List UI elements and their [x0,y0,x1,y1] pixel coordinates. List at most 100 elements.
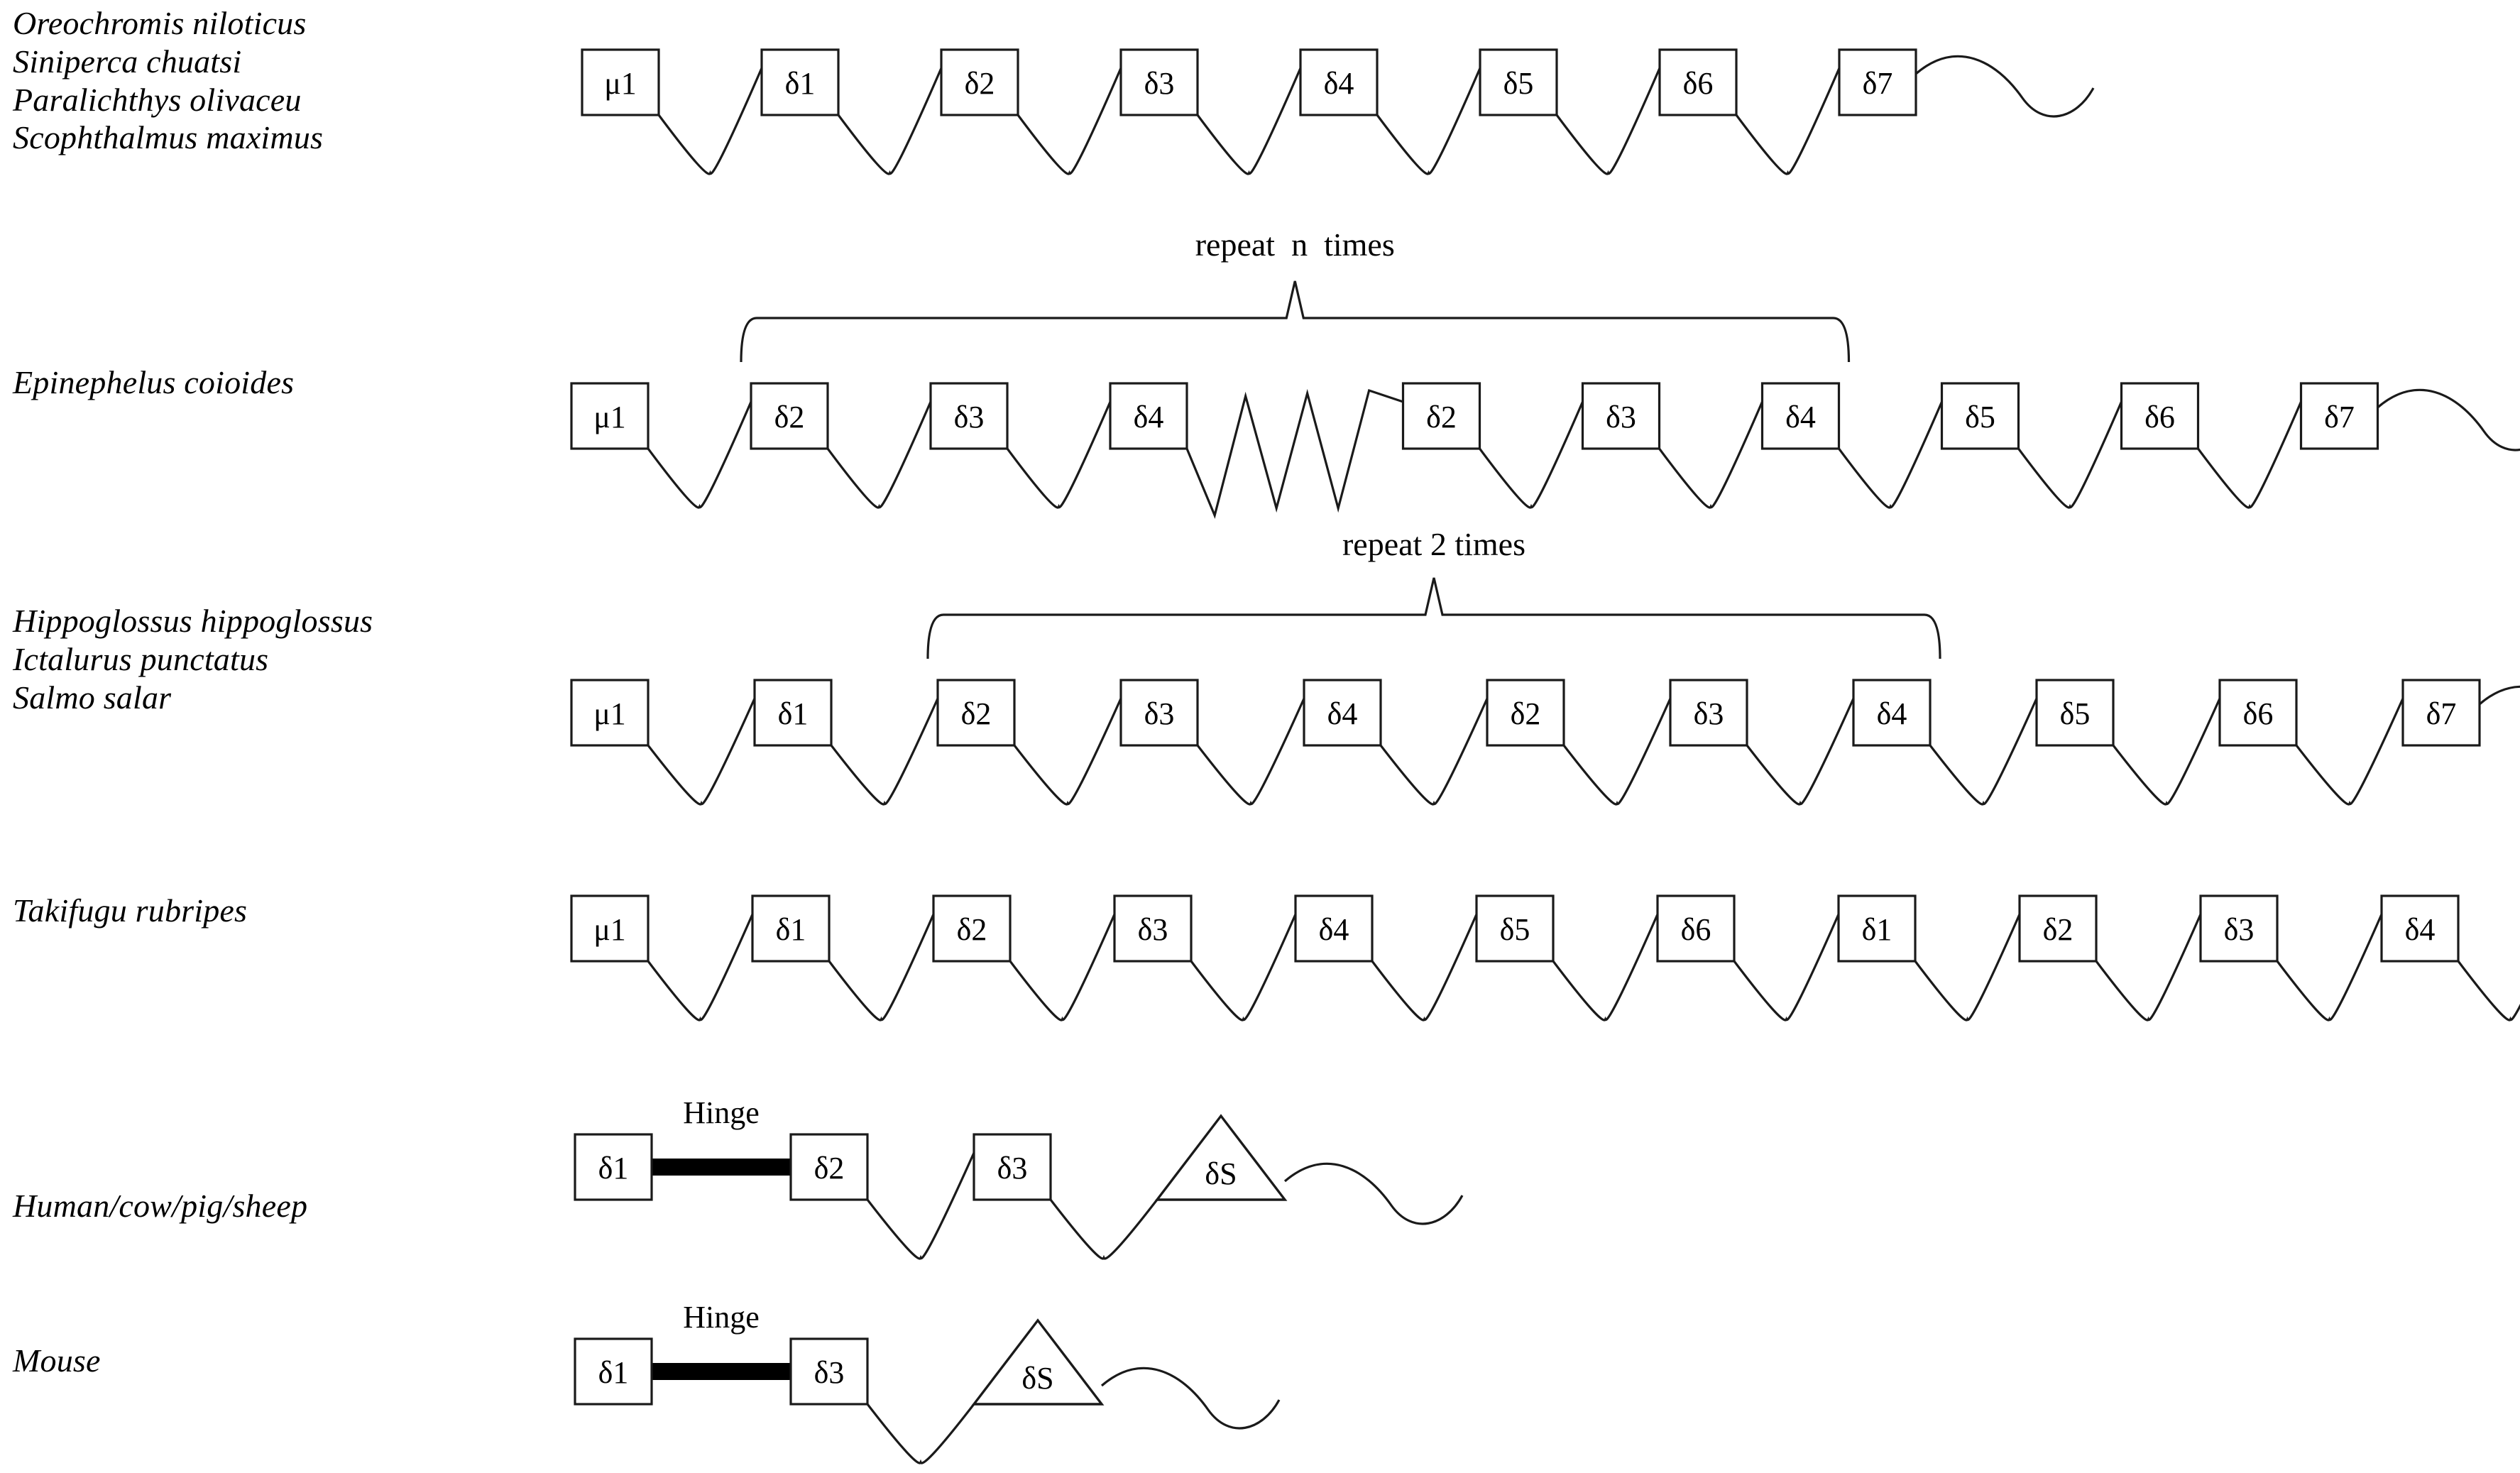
chain-linker [866,1403,975,1464]
chain-linker [1555,67,1661,175]
domain-box [1838,48,1917,116]
domain-label: δ3 [2224,912,2255,947]
domain-label: δ1 [598,1151,629,1185]
domain-box [2035,679,2115,747]
domain-box [570,679,650,747]
domain-label: δ3 [1606,400,1636,434]
domain-box [1401,382,1481,450]
chain-linker [1013,698,1122,806]
chain-linker [2095,914,2202,1022]
domain-label: δ5 [1503,66,1534,101]
chain-linker [2295,698,2404,806]
hinge-label: Hinge [683,1095,760,1130]
domain-label: δ2 [2043,912,2073,947]
secretory-tail [1100,1367,1281,1430]
domain-box [1479,48,1558,116]
species-name: Scophthalmus maximus [13,119,324,156]
domain-box [760,48,840,116]
chain-linker [1479,401,1584,509]
domain-label: δ1 [785,66,816,101]
domain-box [2380,894,2460,963]
domain-box [574,1337,653,1406]
species-name: Salmo salar [13,679,172,716]
domain-label: δS [1021,1361,1053,1396]
domain-label: μ1 [593,912,626,947]
domain-box [789,1133,869,1201]
domain-box [940,48,1019,116]
species-label-row-epinephelus: Epinephelus coioides [13,363,294,402]
domain-label: δ3 [1694,696,1724,731]
chain-linker [866,1152,975,1260]
domain-label: δ2 [957,912,987,947]
domain-label: μ1 [593,696,626,731]
domain-label: δ2 [961,696,992,731]
domain-box [2218,679,2298,747]
domain-label: μ1 [593,400,626,434]
domain-box [753,679,833,747]
domain-box [1303,679,1382,747]
domain-label: δ1 [776,912,806,947]
chain-linker [2112,698,2221,806]
domain-triangle [971,1318,1105,1406]
chain-linker [1376,67,1481,175]
domain-label: δ2 [1511,696,1541,731]
domain-box [1940,382,2020,450]
chain-linker [1190,914,1297,1022]
chain-linker [828,914,935,1022]
species-name: Paralichthys olivaceu [13,81,302,118]
chain-linker [1379,698,1489,806]
species-name: Epinephelus coioides [13,364,295,400]
species-name: Human/cow/pig/sheep [13,1188,308,1224]
species-label-row-takifugu: Takifugu rubripes [13,892,247,930]
chain-ellipsis [1185,388,1404,520]
domain-label: δ6 [1683,66,1714,101]
domain-box [1760,382,1841,450]
domain-box [570,894,650,963]
domain-box [1837,894,1917,963]
domain-label: δ2 [1426,400,1457,434]
species-label-row-mouse: Mouse [13,1342,101,1380]
species-name: Siniperca chuatsi [13,43,242,80]
domain-label: δ7 [2324,400,2355,434]
domain-box [2401,679,2481,747]
domain-label: δ3 [1144,696,1175,731]
chain-linker [837,67,943,175]
domain-box [581,48,660,116]
domain-box [1113,894,1193,963]
chain-linker [657,67,763,175]
species-name: Ictalurus punctatus [13,640,269,677]
chain-linker [1914,914,2021,1022]
domain-label: δ1 [1862,912,1892,947]
domain-label: δ5 [2060,696,2091,731]
chain-linker [1838,401,1943,509]
domain-box [1475,894,1555,963]
domain-box [1581,382,1661,450]
chain-linker [1733,914,1840,1022]
domain-box [2120,382,2200,450]
domain-label: δ6 [2243,696,2274,731]
repeat-bracket [740,280,1851,363]
domain-label: δ2 [774,400,805,434]
chain-linker [1017,67,1122,175]
domain-box [2199,894,2279,963]
domain-label: δS [1205,1156,1237,1191]
domain-label: δ6 [1681,912,1711,947]
chain-linker [2017,401,2122,509]
domain-label: δ4 [1324,66,1354,101]
domain-label: δ3 [814,1355,845,1390]
chain-linker [647,698,756,806]
species-label-row-mammal: Human/cow/pig/sheep [13,1187,307,1225]
chain-linker [1049,1199,1158,1260]
domain-box [574,1133,653,1201]
chain-linker [826,401,932,509]
domain-box [929,382,1009,450]
domain-box [751,894,831,963]
domain-box [2299,382,2379,450]
species-name: Oreochromis niloticus [13,5,307,41]
